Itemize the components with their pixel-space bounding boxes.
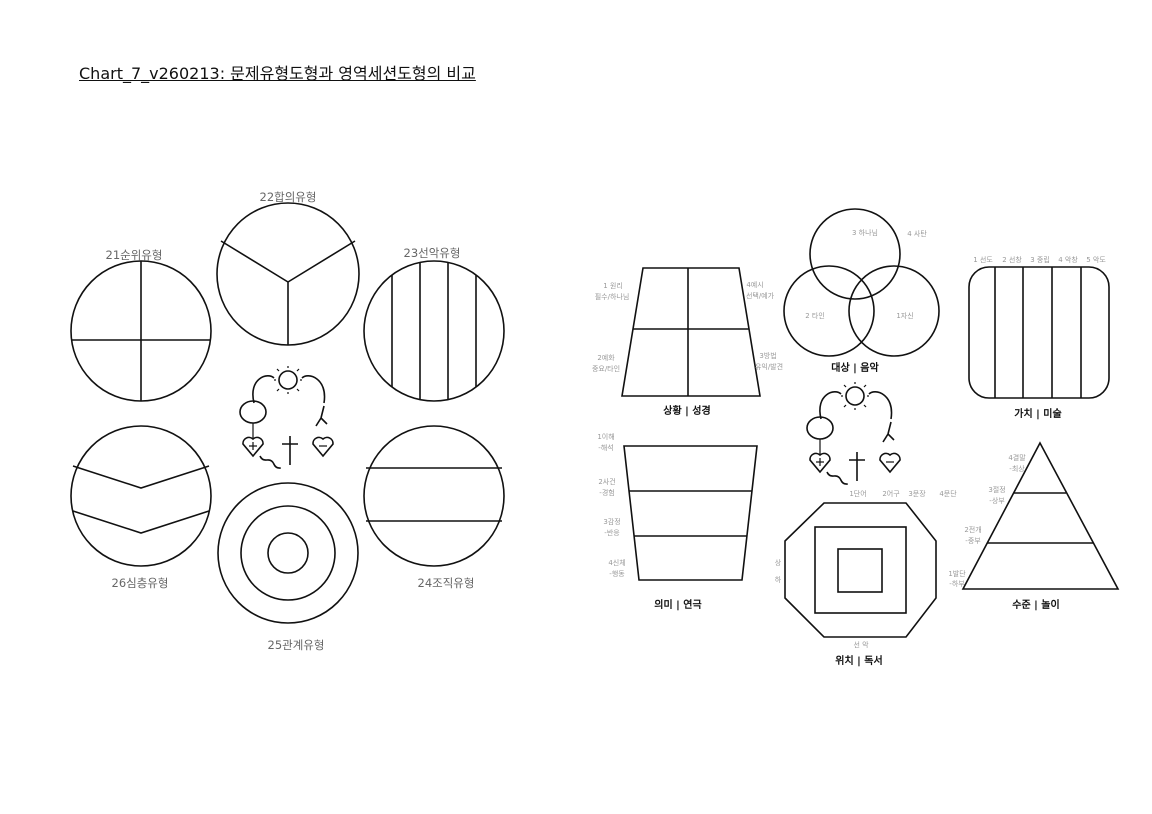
label: 3 중립 <box>1030 256 1050 264</box>
label: 2예화 <box>597 353 615 362</box>
label: 2사건 <box>598 477 615 486</box>
label: -최상 <box>1009 464 1025 473</box>
label: 4 사탄 <box>907 229 927 238</box>
type-25-label: 25관계유형 <box>268 638 325 652</box>
label: -해석 <box>598 443 613 452</box>
page-title: Chart_7_v260213: 문제유형도형과 영역세션도형의 비교 <box>79 64 476 83</box>
label: 3방법 <box>759 351 776 360</box>
situation-caption: 상황 | 성경 <box>663 404 710 417</box>
label: -행동 <box>609 569 625 578</box>
label: 중요/타인 <box>592 364 620 373</box>
label: -경험 <box>599 488 614 497</box>
label: 3절정 <box>988 485 1005 494</box>
label: 필수/하나님 <box>595 292 630 301</box>
type-22-consensus: 22합의유형 <box>216 190 360 346</box>
label: 1 선도 <box>973 255 993 264</box>
label: 하 <box>775 575 782 584</box>
label: 선택/예가 <box>746 291 775 300</box>
label: -상부 <box>989 496 1005 505</box>
label: 3문장 <box>908 489 926 498</box>
label: 4 악창 <box>1058 256 1078 264</box>
label: 1자신 <box>896 311 913 320</box>
value-rounded-rect: 1 선도 2 선창 3 중립 4 악창 5 악도 가치 | 미술 <box>968 255 1110 420</box>
cycle-icon <box>806 381 901 487</box>
type-21-label: 21순위유형 <box>106 248 163 262</box>
label: 1 원리 <box>603 281 623 290</box>
position-octagon: 1단어 2어구 3문장 4문단 상 하 선 악 위치 | 독서 <box>775 489 957 667</box>
type-26-label: 26심층유형 <box>112 576 169 590</box>
type-26-depth: 26심층유형 <box>70 425 212 590</box>
type-23-label: 23선악유형 <box>404 246 461 260</box>
label: 4신체 <box>608 558 625 567</box>
label: 1단어 <box>849 489 866 498</box>
situation-trapezoid: 1 원리 필수/하나님 2예화 중요/타인 3방법 유익/발견 4예시 선택/예… <box>592 267 783 417</box>
label: 5 악도 <box>1086 256 1106 264</box>
type-24-label: 24조직유형 <box>418 576 475 590</box>
label: -중부 <box>965 537 981 545</box>
type-25-relation: 25관계유형 <box>217 482 359 652</box>
label: 상 <box>775 558 782 567</box>
label: 4문단 <box>939 489 957 498</box>
label: 2 선창 <box>1002 255 1022 264</box>
label: 3감정 <box>603 517 620 526</box>
value-caption: 가치 | 미술 <box>1014 407 1061 420</box>
object-caption: 대상 | 음악 <box>831 361 879 374</box>
label: 4예시 <box>746 280 763 289</box>
object-venn: 1자신 2 타인 3 하나님 4 사탄 대상 | 음악 <box>783 208 940 374</box>
type-21-ranking: 21순위유형 <box>70 248 212 402</box>
label: 2전개 <box>964 525 981 534</box>
cycle-icon <box>239 365 334 471</box>
label: 유익/발견 <box>755 362 783 371</box>
label: -반응 <box>604 528 620 537</box>
type-24-organization: 24조직유형 <box>363 425 505 590</box>
label: 선 악 <box>853 640 869 649</box>
label: 3 하나님 <box>852 228 878 237</box>
meaning-caption: 의미 | 연극 <box>654 598 701 611</box>
position-caption: 위치 | 독서 <box>835 654 882 667</box>
label: 1발단 <box>948 569 966 578</box>
level-caption: 수준 | 놀이 <box>1012 598 1059 611</box>
label: -하부 <box>949 579 965 588</box>
label: 4결말 <box>1008 453 1026 462</box>
type-23-good-evil: 23선악유형 <box>363 246 505 402</box>
label: 2어구 <box>882 489 900 498</box>
label: 1이해 <box>597 432 614 441</box>
meaning-cup: 1이해 -해석 2사건 -경험 3감정 -반응 4신체 -행동 의미 | 연극 <box>597 432 758 611</box>
label: 2 타인 <box>805 311 825 320</box>
type-22-label: 22합의유형 <box>260 190 317 204</box>
level-pyramid: 4결말 -최상 3절정 -상부 2전개 -중부 1발단 -하부 수준 | 놀이 <box>948 441 1120 611</box>
